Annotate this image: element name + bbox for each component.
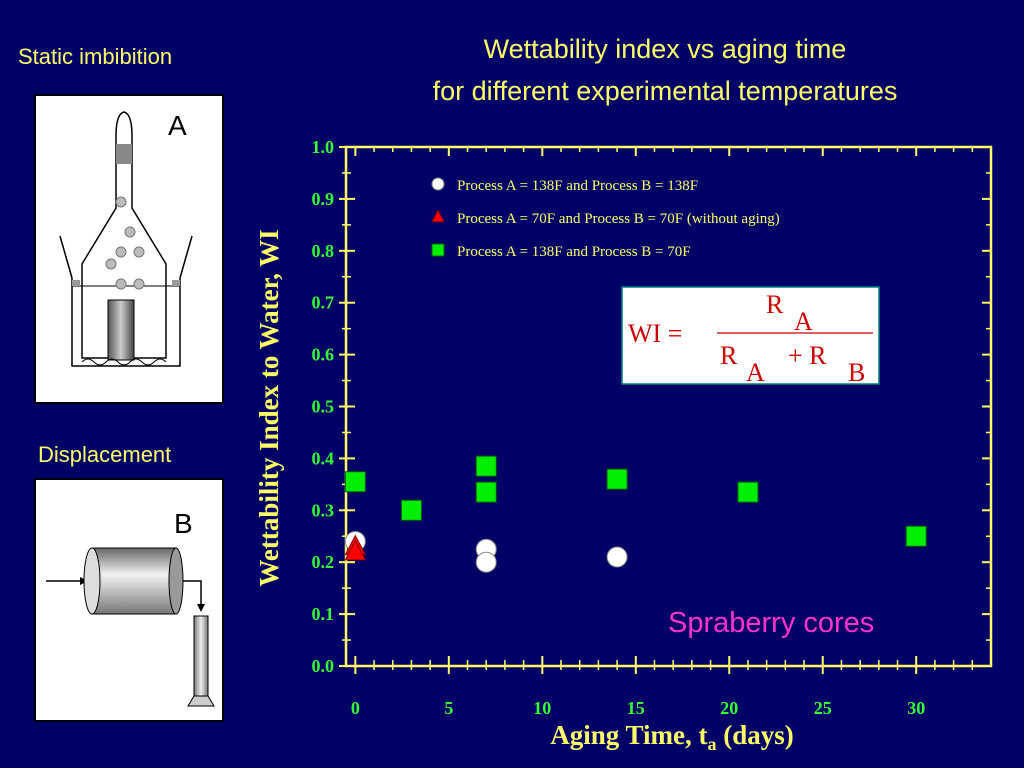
y-tick-label: 1.0	[312, 137, 335, 157]
data-point-series-1	[606, 546, 628, 568]
y-tick-label: 0.8	[312, 241, 335, 261]
chart-title-line-2: for different experimental temperatures	[432, 76, 898, 106]
legend-marker-1	[431, 177, 445, 191]
x-tick-label: 15	[627, 698, 645, 718]
x-axis-label: Aging Time, ta (days)	[550, 720, 794, 754]
y-tick-label: 0.7	[312, 293, 335, 313]
legend-marker-2	[431, 209, 445, 223]
panel-a-label: A	[168, 110, 187, 141]
data-point-series-3	[475, 455, 497, 477]
core-holder-illustration	[46, 547, 215, 707]
data-point-series-3	[475, 481, 497, 503]
x-axis-label-sub: a	[708, 734, 717, 754]
data-point-series-3	[606, 468, 628, 490]
chart-title-line-1: Wettability index vs aging time	[483, 34, 847, 64]
legend-marker-3	[431, 243, 445, 257]
formula-lhs: WI =	[628, 319, 682, 348]
legend: Process A = 138F and Process B = 138F Pro…	[431, 177, 780, 260]
formula-box	[621, 286, 880, 385]
y-tick-label: 0.5	[312, 397, 335, 417]
spraberry-cores-annotation: Spraberry cores	[668, 607, 875, 639]
wi-formula: WI = R A R A + R B	[628, 290, 873, 387]
displacement-panel: B	[34, 478, 224, 722]
imbibition-cell-illustration	[59, 111, 193, 367]
panel-b-label: B	[174, 508, 193, 539]
data-point-series-2	[344, 539, 367, 561]
x-tick-label: 30	[907, 698, 925, 718]
displacement-label: Displacement	[38, 442, 172, 467]
formula-num-r: R	[766, 290, 784, 319]
x-tick-label: 5	[444, 698, 453, 718]
formula-den-sub-b: B	[848, 358, 865, 387]
data-point-series-3	[905, 525, 927, 547]
formula-den-r: R	[720, 341, 738, 370]
y-tick-label: 0.2	[312, 552, 335, 572]
y-tick-label: 0.4	[312, 448, 335, 468]
legend-label-2: Process A = 70F and Process B = 70F (wit…	[457, 211, 780, 227]
data-points	[344, 455, 927, 573]
y-tick-label: 0.3	[312, 500, 335, 520]
y-tick-label: 0.9	[312, 189, 335, 209]
data-point-series-3	[400, 499, 422, 521]
x-tick-label: 0	[351, 698, 360, 718]
data-point-series-3	[737, 481, 759, 503]
legend-label-1: Process A = 138F and Process B = 138F	[457, 178, 698, 194]
x-tick-label: 20	[720, 698, 738, 718]
formula-den-sub-a: A	[746, 358, 765, 387]
legend-label-3: Process A = 138F and Process B = 70F	[457, 244, 691, 260]
x-tick-label: 25	[814, 698, 832, 718]
formula-den-plus-r: + R	[788, 341, 827, 370]
y-tick-label: 0.1	[312, 604, 335, 624]
y-tick-label: 0.0	[312, 656, 335, 676]
static-imbibition-panel: A	[34, 94, 224, 404]
formula-num-sub: A	[794, 307, 813, 336]
data-point-series-1	[475, 551, 497, 573]
x-tick-label: 10	[533, 698, 551, 718]
static-imbibition-label: Static imbibition	[18, 44, 173, 69]
y-axis-label: Wettability Index to Water, WI	[254, 229, 284, 586]
y-tick-label: 0.6	[312, 345, 335, 365]
x-axis-label-main: Aging Time, t	[550, 720, 707, 750]
x-axis-label-suffix: (days)	[717, 720, 794, 750]
axis-ticks: 0.0 0.1 0.2 0.3 0.4 0.5 0.6 0.7 0.8 0.9 1.0 0 5 10 15 2…	[312, 137, 991, 718]
data-point-series-3	[344, 471, 366, 493]
